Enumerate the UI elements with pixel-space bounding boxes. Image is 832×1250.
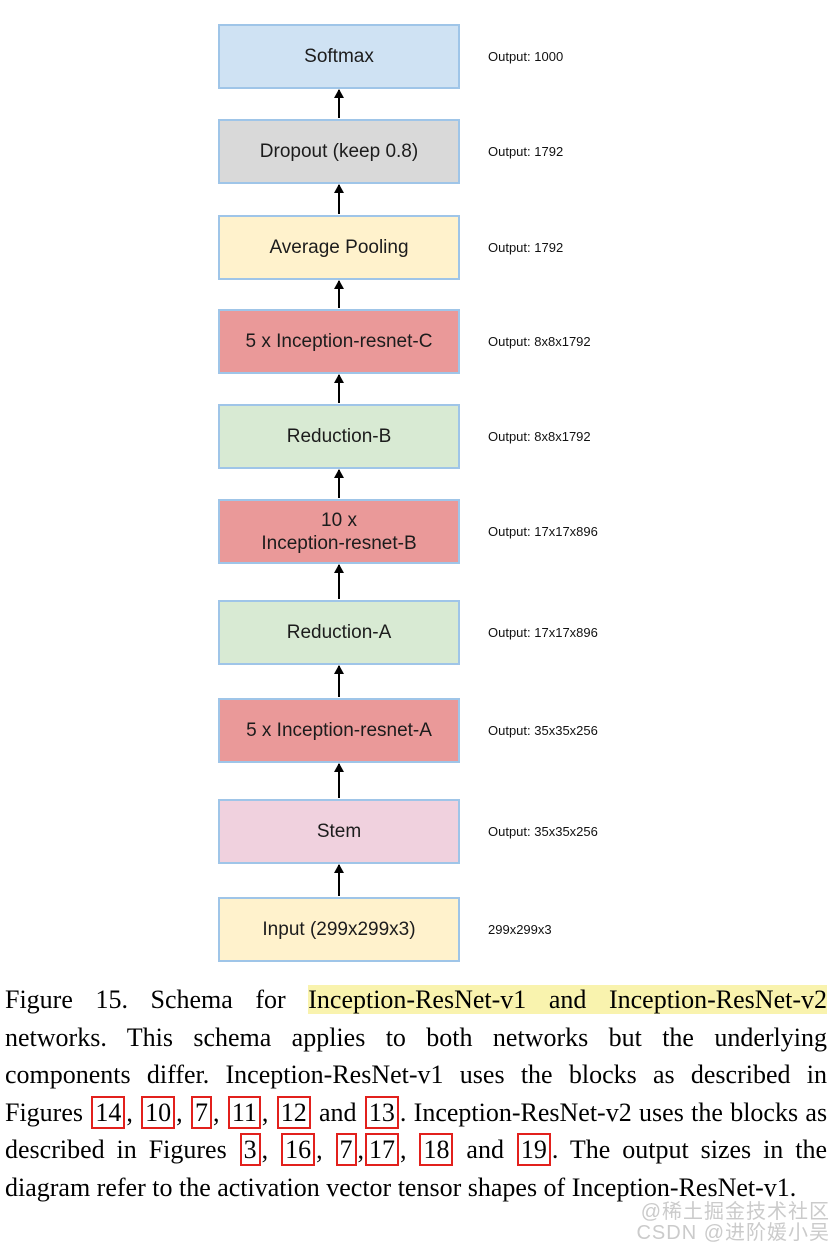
caption-text: Figure 15. Schema for: [5, 985, 309, 1014]
block-reduction-a: Reduction-A: [218, 600, 460, 665]
figure-ref-11[interactable]: 11: [227, 1095, 261, 1129]
caption-text: and: [454, 1135, 516, 1164]
caption-text: ,: [316, 1135, 335, 1164]
figure-ref-19[interactable]: 19: [516, 1133, 551, 1166]
up-arrow: [334, 564, 344, 599]
watermark-line1: @稀土掘金技术社区: [640, 1201, 830, 1223]
caption-text: ,: [126, 1097, 141, 1127]
output-size-label: Output: 35x35x256: [488, 723, 598, 738]
block-10-x-inception-resnet-b: 10 x Inception-resnet-B: [218, 499, 460, 564]
caption-text: ,: [212, 1097, 227, 1127]
block-label: 10 x Inception-resnet-B: [261, 509, 417, 554]
caption-text: . Inception-ResNet-v2 uses the blocks as…: [5, 1097, 828, 1165]
block-5-x-inception-resnet-a: 5 x Inception-resnet-A: [218, 698, 460, 763]
caption-text: ,: [400, 1135, 419, 1164]
output-size-label: Output: 17x17x896: [488, 524, 598, 539]
figure-ref-7[interactable]: 7: [335, 1133, 357, 1166]
watermark: @稀土掘金技术社区 CSDN @进阶媛小吴: [636, 1202, 830, 1244]
block-label: Input (299x299x3): [262, 919, 416, 940]
block-input-299x299x3: Input (299x299x3): [218, 897, 460, 962]
caption-highlight: Inception-ResNet-v1 and Inception-ResNet…: [308, 985, 827, 1014]
output-size-label: Output: 8x8x1792: [488, 429, 591, 444]
caption-text: ,: [261, 1097, 276, 1127]
up-arrow: [334, 184, 344, 214]
block-stem: Stem: [218, 799, 460, 864]
block-label: Reduction-B: [286, 426, 392, 447]
output-size-label: Output: 35x35x256: [488, 824, 598, 839]
figure-ref-18[interactable]: 18: [419, 1133, 454, 1166]
block-reduction-b: Reduction-B: [218, 404, 460, 469]
figure-ref-16[interactable]: 16: [281, 1133, 316, 1166]
up-arrow: [334, 665, 344, 697]
output-size-label: 299x299x3: [488, 922, 552, 937]
up-arrow: [334, 469, 344, 498]
block-label: Reduction-A: [286, 622, 392, 643]
block-dropout-keep-0-8: Dropout (keep 0.8): [218, 119, 460, 184]
block-label: 5 x Inception-resnet-A: [246, 720, 432, 741]
block-softmax: Softmax: [218, 24, 460, 89]
figure-ref-13[interactable]: 13: [364, 1095, 399, 1129]
caption-text: ,: [261, 1135, 281, 1164]
figure-ref-7[interactable]: 7: [190, 1095, 212, 1129]
caption-text: networks. This schema applies to both ne…: [5, 1022, 827, 1127]
up-arrow: [334, 864, 344, 896]
up-arrow: [334, 374, 344, 403]
figure-ref-3[interactable]: 3: [239, 1133, 261, 1166]
output-size-label: Output: 1000: [488, 49, 564, 64]
up-arrow: [334, 89, 344, 118]
output-size-label: Output: 17x17x896: [488, 625, 598, 640]
block-label: Stem: [316, 821, 362, 842]
up-arrow: [334, 280, 344, 308]
block-label: Softmax: [304, 46, 374, 67]
up-arrow: [334, 763, 344, 798]
block-label: 5 x Inception-resnet-C: [245, 331, 433, 352]
watermark-line2: CSDN @进阶媛小吴: [636, 1222, 830, 1244]
figure-caption: Figure 15. Schema for Inception-ResNet-v…: [5, 981, 827, 1206]
caption-text: and: [311, 1097, 364, 1127]
block-average-pooling: Average Pooling: [218, 215, 460, 280]
output-size-label: Output: 1792: [488, 240, 564, 255]
caption-text: . The output sizes in the diagram refer …: [5, 1135, 827, 1202]
output-size-label: Output: 1792: [488, 144, 564, 159]
output-size-label: Output: 8x8x1792: [488, 334, 591, 349]
block-5-x-inception-resnet-c: 5 x Inception-resnet-C: [218, 309, 460, 374]
figure-ref-10[interactable]: 10: [141, 1095, 176, 1129]
block-label: Average Pooling: [269, 237, 409, 258]
block-label: Dropout (keep 0.8): [259, 141, 419, 162]
caption-text: ,: [357, 1135, 365, 1164]
caption-text: ,: [176, 1097, 190, 1127]
figure-ref-12[interactable]: 12: [276, 1095, 311, 1129]
figure-ref-17[interactable]: 17: [365, 1133, 400, 1166]
figure-ref-14[interactable]: 14: [91, 1095, 126, 1129]
